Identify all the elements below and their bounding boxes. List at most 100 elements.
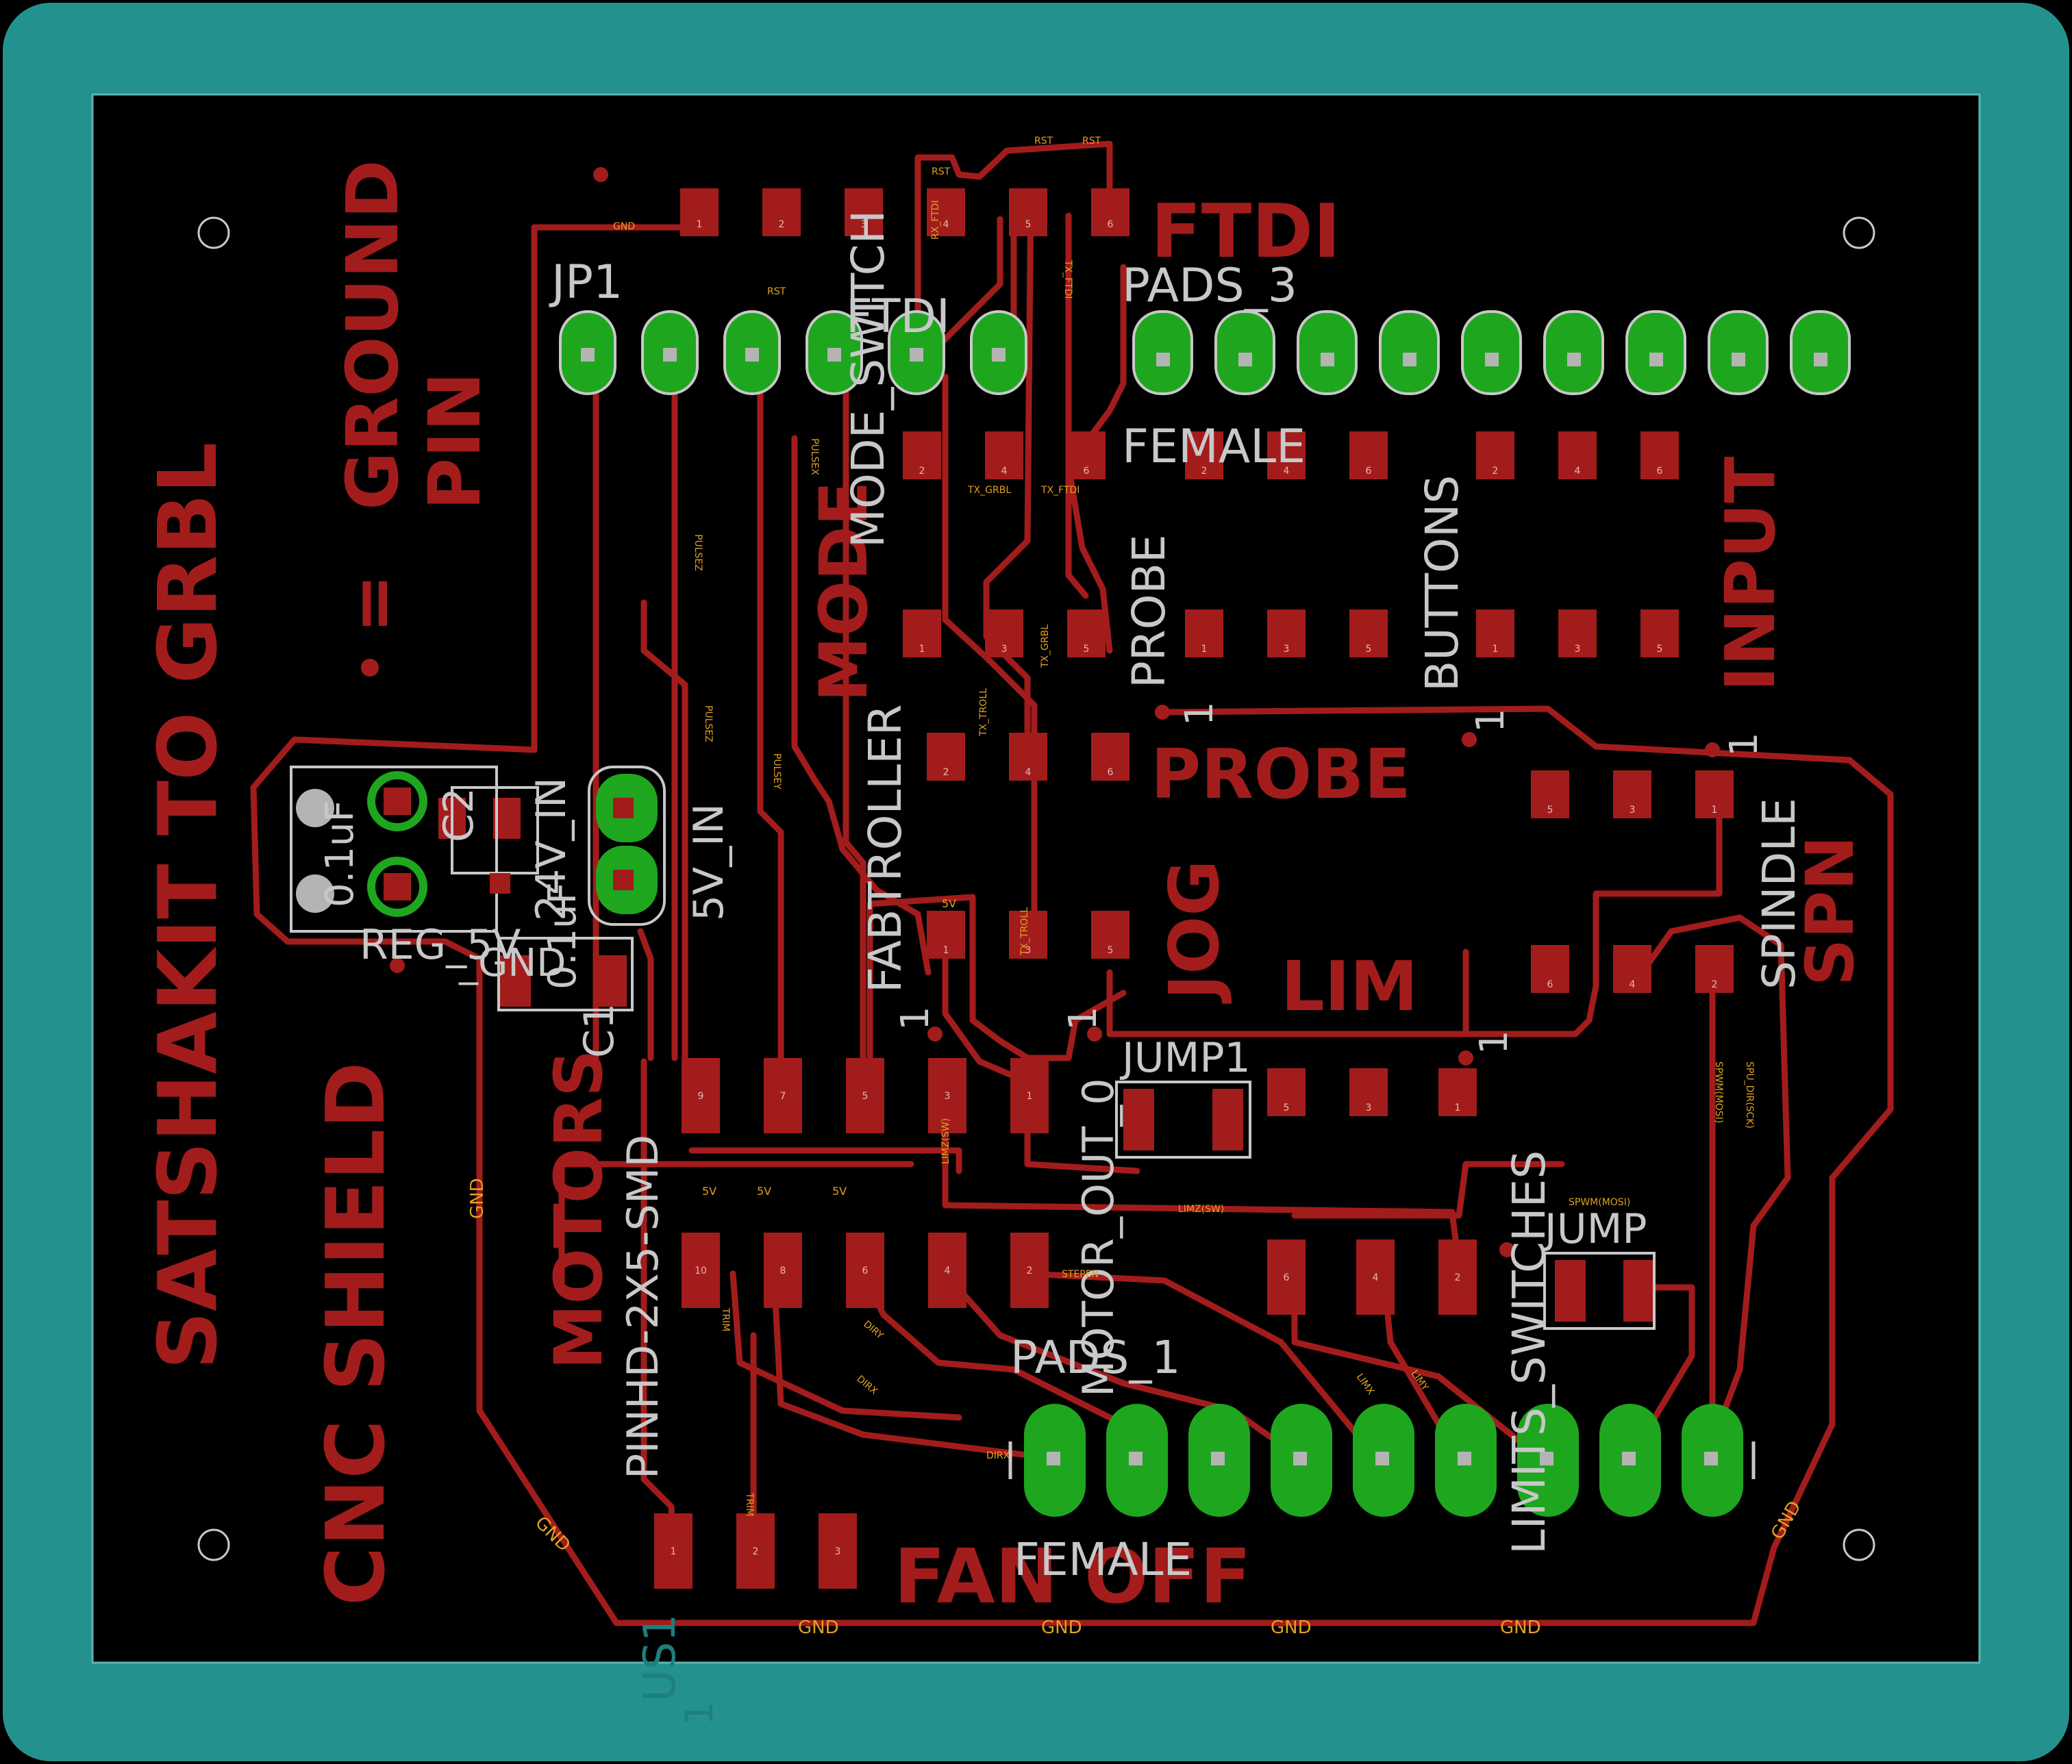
svg-text:4: 4 xyxy=(1575,466,1581,477)
svg-text:1: 1 xyxy=(1472,1030,1516,1055)
label-probe: PROBE xyxy=(1151,734,1411,814)
svg-text:5V: 5V xyxy=(702,1185,716,1198)
svg-text:4: 4 xyxy=(1373,1272,1379,1283)
svg-text:1: 1 xyxy=(1722,732,1767,757)
svg-text:4: 4 xyxy=(1284,466,1290,477)
silk-us1: US1 xyxy=(635,1614,686,1702)
svg-text:9: 9 xyxy=(698,1091,704,1102)
svg-text:2: 2 xyxy=(753,1546,759,1557)
svg-text:6: 6 xyxy=(1657,466,1663,477)
svg-text:5: 5 xyxy=(1547,805,1553,816)
silkscreen-labels: JP1 FTDI PADS_3 FEMALE MODE_SWITCH FABTR… xyxy=(318,210,1806,1586)
svg-text:TRIM: TRIM xyxy=(720,1307,731,1332)
silk-female-top: FEMALE xyxy=(1122,420,1306,474)
svg-text:2: 2 xyxy=(1027,1265,1033,1276)
svg-text:PULSEY: PULSEY xyxy=(771,753,782,790)
svg-text:GND: GND xyxy=(613,221,635,232)
silk-5v-in: 5V_IN xyxy=(685,803,733,921)
pin1-markers xyxy=(361,167,1720,1257)
svg-text:5: 5 xyxy=(862,1091,869,1102)
svg-text:3: 3 xyxy=(1001,644,1008,655)
svg-text:6: 6 xyxy=(1366,466,1372,477)
label-cnc-shield: CNC SHIELD xyxy=(308,1062,403,1606)
svg-text:2: 2 xyxy=(1455,1272,1461,1283)
svg-text:1: 1 xyxy=(1061,1006,1106,1031)
silk-fabtroller: FABTROLLER xyxy=(859,704,912,993)
svg-text:4: 4 xyxy=(1001,466,1008,477)
label-fan-off: FAN OFF xyxy=(894,1533,1251,1620)
svg-text:4: 4 xyxy=(1630,979,1636,990)
silk-female-bot: FEMALE xyxy=(1014,1533,1192,1586)
svg-text:1: 1 xyxy=(943,945,949,956)
svg-text:GND: GND xyxy=(1500,1617,1541,1638)
svg-text:PULSEX: PULSEX xyxy=(809,438,820,475)
svg-text:5V: 5V xyxy=(757,1185,771,1198)
svg-text:DIRX: DIRX xyxy=(986,1450,1010,1461)
copper-traces xyxy=(250,140,1894,1626)
svg-text:5: 5 xyxy=(1108,945,1114,956)
svg-text:5: 5 xyxy=(1284,1102,1290,1113)
label-eq: = xyxy=(331,574,414,633)
svg-text:1: 1 xyxy=(1712,805,1718,816)
silk-24v-in: 24V_IN xyxy=(527,777,575,921)
svg-text:1: 1 xyxy=(1027,1091,1033,1102)
silk-0-1uf-c1: 0.1uF xyxy=(540,882,585,990)
smd-pads xyxy=(438,188,1734,1589)
svg-text:2: 2 xyxy=(1712,979,1718,990)
svg-text:1: 1 xyxy=(1455,1102,1461,1113)
silk-probe: PROBE xyxy=(1123,534,1175,688)
svg-text:5: 5 xyxy=(1366,644,1372,655)
svg-text:2: 2 xyxy=(943,767,949,778)
svg-text:3: 3 xyxy=(1025,945,1032,956)
silk-motor-out: MOTOR_OUT_0 xyxy=(1073,1078,1123,1397)
svg-text:GND: GND xyxy=(1271,1617,1312,1638)
svg-text:LIMZ(SW): LIMZ(SW) xyxy=(940,1118,951,1164)
svg-text:RST: RST xyxy=(1082,136,1101,147)
svg-text:TRIM: TRIM xyxy=(744,1492,755,1517)
svg-text:2: 2 xyxy=(1201,466,1208,477)
silk-jump: JUMP xyxy=(1542,1205,1647,1253)
svg-text:4: 4 xyxy=(943,219,949,230)
svg-text:SPWM(MOSI): SPWM(MOSI) xyxy=(1569,1197,1630,1208)
svg-text:5V: 5V xyxy=(832,1185,847,1198)
label-lim: LIM xyxy=(1281,946,1418,1026)
pin-one-labels: 1 1 1 1 1 1 xyxy=(893,701,1767,1055)
label-mode: MODE xyxy=(806,481,882,702)
svg-text:4: 4 xyxy=(945,1265,951,1276)
svg-text:STEPEN: STEPEN xyxy=(1062,1269,1099,1280)
label-input: INPUT xyxy=(1710,456,1790,692)
svg-text:1: 1 xyxy=(671,1546,677,1557)
silk-pads1: PADS_1 xyxy=(1010,1331,1180,1384)
svg-text:8: 8 xyxy=(780,1265,786,1276)
svg-text:TX_GRBL: TX_GRBL xyxy=(1040,625,1051,668)
svg-text:3: 3 xyxy=(861,219,867,230)
svg-text:2: 2 xyxy=(919,466,925,477)
svg-text:SPWM(MOSI): SPWM(MOSI) xyxy=(1713,1061,1724,1123)
svg-text:5V: 5V xyxy=(942,897,956,910)
svg-text:3: 3 xyxy=(945,1091,951,1102)
svg-text:5: 5 xyxy=(1657,644,1663,655)
silk-pads3: PADS_3 xyxy=(1122,259,1297,313)
svg-text:3: 3 xyxy=(1575,644,1581,655)
label-spn: SPN xyxy=(1792,835,1869,986)
silk-reg5v: REG_5V xyxy=(360,921,521,969)
svg-text:LIMZ(SW): LIMZ(SW) xyxy=(1178,1204,1224,1215)
svg-text:RX_FTDI: RX_FTDI xyxy=(930,200,941,240)
silk-0-1uf: 0.1uF xyxy=(318,800,362,907)
svg-text:PULSEZ: PULSEZ xyxy=(692,534,703,571)
svg-text:TX_FTDI: TX_FTDI xyxy=(1062,260,1073,299)
svg-text:TX_GRBL: TX_GRBL xyxy=(967,485,1011,496)
svg-text:TX_TROLL: TX_TROLL xyxy=(1019,907,1030,956)
label-motors: MOTORS xyxy=(540,1050,617,1370)
svg-text:1: 1 xyxy=(1493,644,1499,655)
silk-outside: US1 1 xyxy=(635,1614,722,1726)
svg-text:1: 1 xyxy=(1201,644,1208,655)
label-ftdi: FTDI xyxy=(1151,189,1340,275)
svg-text:SPU_DIR(SCK): SPU_DIR(SCK) xyxy=(1744,1061,1755,1129)
silk-pinhd: PINHD-2X5-SMD xyxy=(618,1135,668,1479)
svg-text:3: 3 xyxy=(1284,644,1290,655)
label-pin: PIN xyxy=(413,372,497,510)
svg-text:TX_TROLL: TX_TROLL xyxy=(978,688,989,737)
